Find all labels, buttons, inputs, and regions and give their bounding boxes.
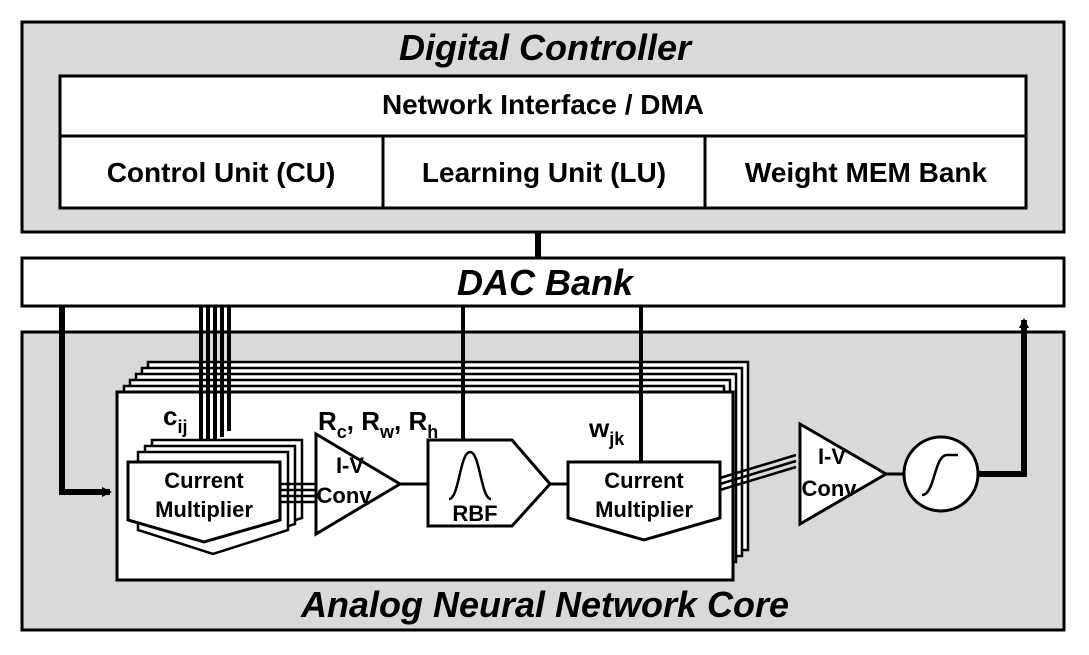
digital-controller-block: Digital Controller Network Interface / D… <box>20 20 1066 234</box>
weight-mem-bank-label: Weight MEM Bank <box>745 157 988 188</box>
iv-conv-1-line2: Conv <box>317 483 373 508</box>
analog-core-title: Analog Neural Network Core <box>300 584 789 625</box>
mult2-to-iv-bus <box>719 453 797 492</box>
r-params-label: Rc, Rw, Rh <box>318 406 438 442</box>
iv-conv-1-line1: I-V <box>336 453 364 478</box>
digital-controller-title: Digital Controller <box>399 27 693 68</box>
current-multiplier-2: Current Multiplier <box>566 460 722 542</box>
network-interface-label: Network Interface / DMA <box>382 89 704 120</box>
dac-bank-panel <box>20 256 1066 308</box>
gaussian-icon <box>448 450 492 501</box>
iv-converter-1: I-V Conv <box>314 431 403 537</box>
cij-bus-lines <box>199 306 231 455</box>
iv-conv-2-line1: I-V <box>818 444 846 469</box>
current-multiplier-2-line2: Multiplier <box>595 497 693 522</box>
current-multiplier-1-line1: Current <box>164 468 244 493</box>
dac-bank-block: DAC Bank <box>20 256 1066 308</box>
rbf-label: RBF <box>452 501 497 526</box>
wjk-label: wjk <box>588 413 625 449</box>
learning-unit-label: Learning Unit (LU) <box>422 157 666 188</box>
dac-input-arrow <box>59 306 112 497</box>
control-unit-label: Control Unit (CU) <box>107 157 336 188</box>
iv-converter-2: I-V Conv <box>798 421 889 527</box>
current-multiplier-1-line2: Multiplier <box>155 497 253 522</box>
mult1-to-iv-bus <box>280 482 316 504</box>
current-multiplier-1: Current Multiplier <box>126 438 304 556</box>
cij-label: cij <box>163 401 187 437</box>
controller-inner-box <box>58 74 1028 210</box>
output-feedback-arrow <box>978 318 1029 477</box>
current-multiplier-2-line1: Current <box>604 468 684 493</box>
dac-bank-title: DAC Bank <box>457 262 635 303</box>
iv-conv-2-line2: Conv <box>802 476 858 501</box>
sigmoid-icon <box>902 435 980 513</box>
rbf-block: RBF <box>426 438 553 528</box>
